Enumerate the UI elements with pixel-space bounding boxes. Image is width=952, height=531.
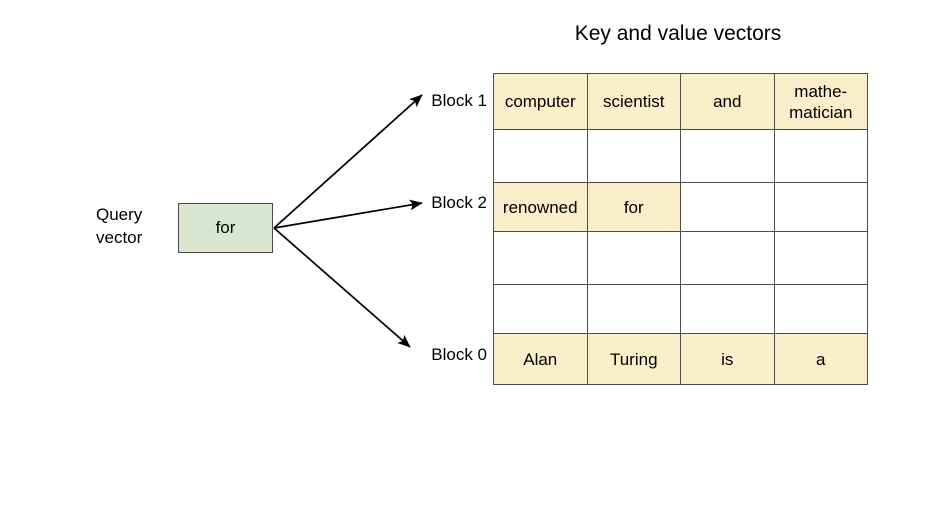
table-cell-text: Alan xyxy=(523,349,558,369)
table-cell-r3c3[interactable] xyxy=(773,231,868,285)
table-cell-r5c3[interactable]: a xyxy=(773,333,868,385)
key-value-table: computer scientist and mathe-matician re… xyxy=(493,73,868,385)
table-cell-r4c0[interactable] xyxy=(493,284,588,334)
block-label-block-2: Block 2 xyxy=(431,193,487,212)
table-row xyxy=(493,129,868,183)
table-cell-text: scientist xyxy=(603,92,665,111)
table-cell-r1c2[interactable] xyxy=(680,129,775,183)
query-vector-label-line1: Query xyxy=(96,205,143,224)
table-cell-text: is xyxy=(721,349,734,369)
table-cell-text: mathe-matician xyxy=(789,81,853,122)
table-cell-r3c0[interactable] xyxy=(493,231,588,285)
table-row xyxy=(493,231,868,285)
table-row: renowned for xyxy=(493,182,868,232)
table-cell-text: computer xyxy=(504,92,576,111)
table-cell-text: renowned xyxy=(502,197,578,217)
table-row: Alan Turing is a xyxy=(493,333,868,385)
query-vector-box[interactable]: for xyxy=(178,203,273,253)
table-cell-text: Turing xyxy=(609,349,658,369)
table-cell-r5c2[interactable]: is xyxy=(680,333,775,385)
table-cell-r0c1[interactable]: scientist xyxy=(586,73,681,130)
block-label-block-1: Block 1 xyxy=(431,91,487,110)
table-row xyxy=(493,284,868,334)
table-cell-r2c1[interactable]: for xyxy=(586,182,681,232)
table-cell-r4c2[interactable] xyxy=(680,284,775,334)
table-cell-r2c2[interactable] xyxy=(680,182,775,232)
table-cell-r1c0[interactable] xyxy=(493,129,588,183)
table-cell-text: a xyxy=(816,349,826,369)
arrow-to-block-0 xyxy=(273,227,411,348)
table-cell-r4c3[interactable] xyxy=(773,284,868,334)
table-cell-r2c3[interactable] xyxy=(773,182,868,232)
key-value-table-body: computer scientist and mathe-matician re… xyxy=(493,73,868,385)
table-cell-text: for xyxy=(623,197,644,217)
table-cell-r0c0[interactable]: computer xyxy=(493,73,588,130)
query-vector-token: for xyxy=(215,218,236,237)
table-cell-r4c1[interactable] xyxy=(586,284,681,334)
query-vector-label: Query vector xyxy=(96,203,174,249)
query-vector-label-line2: vector xyxy=(96,228,143,247)
table-row: computer scientist and mathe-matician xyxy=(493,73,868,130)
table-cell-text: and xyxy=(713,92,742,111)
table-cell-r3c1[interactable] xyxy=(586,231,681,285)
table-cell-r5c1[interactable]: Turing xyxy=(586,333,681,385)
table-cell-r3c2[interactable] xyxy=(680,231,775,285)
table-cell-r0c2[interactable]: and xyxy=(680,73,775,130)
table-cell-r1c1[interactable] xyxy=(586,129,681,183)
diagram-title: Key and value vectors xyxy=(574,22,782,45)
table-cell-r5c0[interactable]: Alan xyxy=(493,333,588,385)
table-cell-r1c3[interactable] xyxy=(773,129,868,183)
table-cell-r2c0[interactable]: renowned xyxy=(493,182,588,232)
table-cell-r0c3[interactable]: mathe-matician xyxy=(773,73,868,130)
block-label-block-0: Block 0 xyxy=(431,345,487,364)
